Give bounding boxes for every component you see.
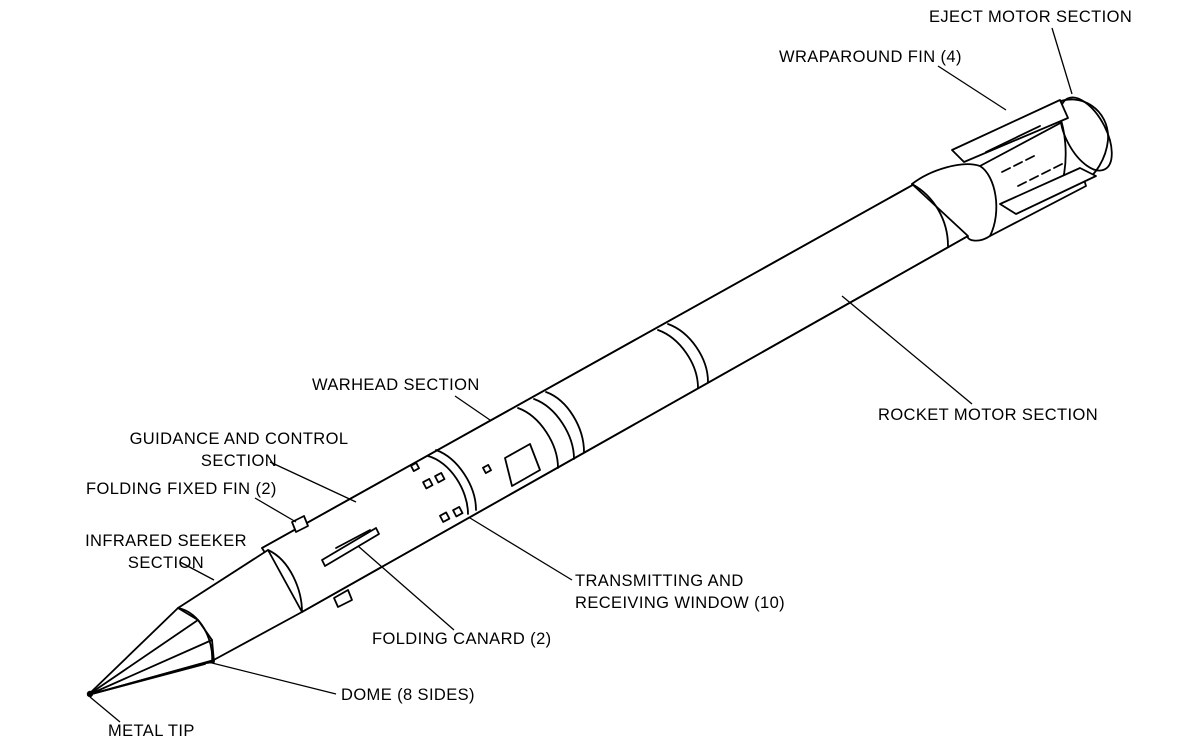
label-guidance-and-control-section: GUIDANCE AND CONTROL SECTION xyxy=(126,428,352,472)
label-transmitting-line2: RECEIVING WINDOW (10) xyxy=(575,594,786,612)
wraparound-fins xyxy=(951,99,1097,215)
label-guidance-line2: SECTION xyxy=(200,452,278,470)
label-infrared-seeker-section: INFRARED SEEKER SECTION xyxy=(84,530,248,574)
metal-tip xyxy=(86,690,94,698)
label-infrared-line2: SECTION xyxy=(127,554,205,572)
folding-canard xyxy=(321,527,380,567)
label-guidance-line1: GUIDANCE AND CONTROL xyxy=(129,430,349,448)
label-metal-tip: METAL TIP xyxy=(108,722,195,740)
eject-motor-section-body xyxy=(1053,96,1113,191)
label-wraparound-fin: WRAPAROUND FIN (4) xyxy=(779,48,962,66)
label-folding-canard: FOLDING CANARD (2) xyxy=(372,630,552,648)
leader-lines xyxy=(89,27,1073,723)
label-warhead-section: WARHEAD SECTION xyxy=(312,376,480,394)
label-transmitting-and-receiving-window: TRANSMITTING AND RECEIVING WINDOW (10) xyxy=(575,570,785,614)
label-folding-fixed-fin: FOLDING FIXED FIN (2) xyxy=(86,480,277,498)
folding-fixed-fins xyxy=(291,515,353,608)
warhead-panel xyxy=(504,443,541,487)
missile-body xyxy=(261,181,969,613)
label-infrared-line1: INFRARED SEEKER xyxy=(85,532,247,550)
section-joints xyxy=(427,323,709,515)
label-transmitting-line1: TRANSMITTING AND xyxy=(575,572,744,590)
label-rocket-motor-section: ROCKET MOTOR SECTION xyxy=(878,406,1099,424)
label-dome: DOME (8 SIDES) xyxy=(341,686,475,704)
dome xyxy=(87,607,215,696)
transmitting-receiving-windows xyxy=(410,462,492,523)
label-eject-motor-section: EJECT MOTOR SECTION xyxy=(929,8,1133,26)
